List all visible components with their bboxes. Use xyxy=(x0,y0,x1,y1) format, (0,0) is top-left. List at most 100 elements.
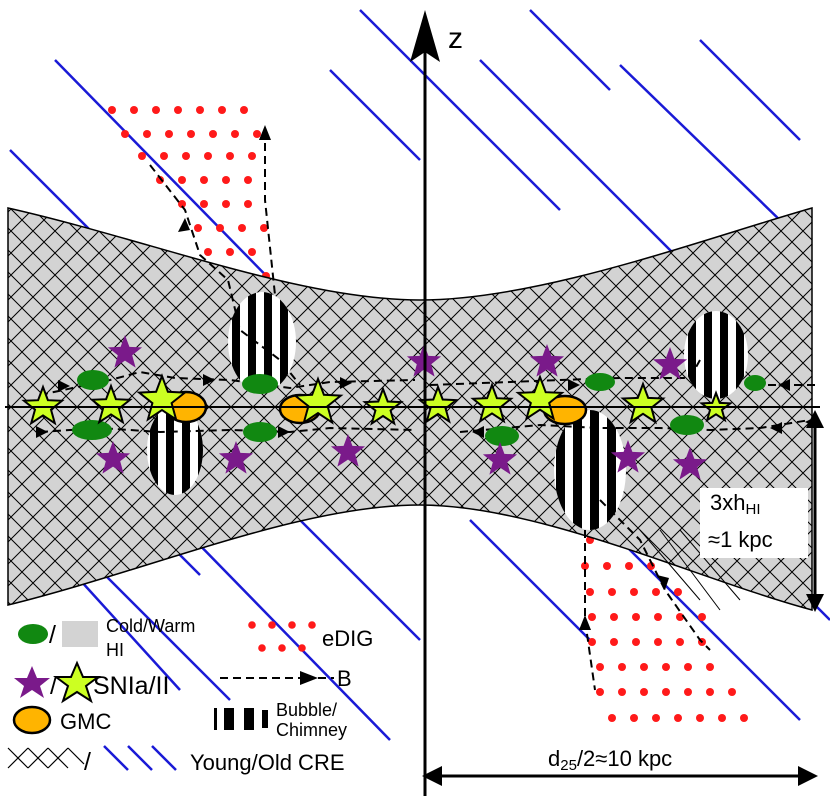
edig-dot-lower-37 xyxy=(728,688,736,696)
snii-star-9 xyxy=(620,381,666,425)
legend-warm-hi-swatch xyxy=(62,621,98,647)
snia-star-10 xyxy=(672,447,708,480)
edig-dot-lower-26 xyxy=(618,663,626,671)
field-arrowheads xyxy=(36,125,817,630)
legend-hi-label-2: HI xyxy=(106,640,124,660)
edig-dot-lower-18 xyxy=(698,613,706,621)
edig-dot-lower-8 xyxy=(586,588,594,596)
legend-bubble-label-1: Bubble/ xyxy=(276,700,337,720)
legend-snia-swatch xyxy=(14,666,50,698)
edig-dot-upper-32 xyxy=(238,224,246,232)
edig-dot-upper-10 xyxy=(165,130,173,138)
edig-dot-upper-20 xyxy=(248,152,256,160)
snia-star-6 xyxy=(529,344,565,377)
edig-dot-lower-41 xyxy=(674,714,682,722)
edig-dot-upper-6 xyxy=(218,106,226,114)
legend-cold-hi-swatch xyxy=(18,624,48,644)
legend-gmc-swatch xyxy=(12,705,52,735)
edig-dot-lower-35 xyxy=(684,688,692,696)
edig-dot-lower-40 xyxy=(652,714,660,722)
snia-star-3 xyxy=(218,441,254,474)
legend-snii-swatch xyxy=(53,660,101,704)
edig-dot-lower-10 xyxy=(630,588,638,596)
edig-dot-upper-19 xyxy=(226,152,234,160)
edig-dot-upper-25 xyxy=(244,176,252,184)
width-scale xyxy=(422,745,818,786)
edig-dot-upper-24 xyxy=(222,176,230,184)
legend-young-cre-swatch xyxy=(7,747,85,769)
edig-dot-upper-34 xyxy=(204,248,212,256)
edig-dot-lower-43 xyxy=(718,714,726,722)
edig-dot-lower-6 xyxy=(625,562,633,570)
edig-dot-lower-28 xyxy=(662,663,670,671)
edig-dot-upper-11 xyxy=(187,130,195,138)
legend-sn-separator: / xyxy=(50,672,57,700)
edig-dot-upper-15 xyxy=(138,152,146,160)
edig-dot-lower-22 xyxy=(654,638,662,646)
chimney-upper-right xyxy=(684,311,748,399)
edig-dot-upper-30 xyxy=(194,224,202,232)
edig-dot-upper-9 xyxy=(143,130,151,138)
edig-dot-upper-14 xyxy=(253,130,261,138)
edig-dot-lower-31 xyxy=(596,688,604,696)
edig-dot-lower-17 xyxy=(676,613,684,621)
legend-gmc-label: GMC xyxy=(60,709,111,734)
edig-dot-lower-29 xyxy=(684,663,692,671)
z-axis-arrowhead xyxy=(410,10,440,62)
edig-dot-lower-23 xyxy=(676,638,684,646)
edig-dot-lower-20 xyxy=(610,638,618,646)
edig-dot-upper-27 xyxy=(200,200,208,208)
edig-dot-upper-31 xyxy=(216,224,224,232)
edig-dot-upper-18 xyxy=(204,152,212,160)
edig-dot-lower-44 xyxy=(740,714,748,722)
height-scale-line2: ≈1 kpc xyxy=(708,527,773,552)
edig-dot-lower-32 xyxy=(618,688,626,696)
edig-dot-upper-12 xyxy=(209,130,217,138)
edig-dot-lower-30 xyxy=(706,663,714,671)
snia-star-2 xyxy=(95,441,131,474)
height-scale-line1: 3xhHI xyxy=(710,490,760,518)
legend-bubble-label-2: Chimney xyxy=(276,720,347,740)
snii-star-8 xyxy=(515,374,565,421)
legend-cre-separator: / xyxy=(84,748,91,776)
z-axis-label: z xyxy=(448,22,463,55)
legend-field-label: B xyxy=(337,666,352,691)
legend-old-cre-swatch xyxy=(103,745,177,771)
edig-dot-upper-26 xyxy=(178,200,186,208)
edig-dot-lower-42 xyxy=(696,714,704,722)
edig-dot-lower-14 xyxy=(610,613,618,621)
edig-dot-lower-11 xyxy=(652,588,660,596)
edig-dot-lower-33 xyxy=(640,688,648,696)
outflow-lines xyxy=(639,529,741,611)
snii-stars xyxy=(21,373,734,426)
edig-dot-upper-8 xyxy=(121,130,129,138)
edig-dot-lower-39 xyxy=(630,714,638,722)
edig-plume-lower xyxy=(581,536,748,722)
edig-dot-lower-36 xyxy=(706,688,714,696)
edig-dot-lower-13 xyxy=(588,613,596,621)
snia-star-1 xyxy=(107,335,143,368)
edig-dot-lower-12 xyxy=(674,588,682,596)
edig-dot-lower-5 xyxy=(603,562,611,570)
edig-plume-upper xyxy=(108,106,270,280)
snia-star-7 xyxy=(652,347,688,380)
edig-dot-lower-25 xyxy=(596,663,604,671)
snii-star-7 xyxy=(470,382,514,424)
width-scale-label: d25/2≈10 kpc xyxy=(548,746,672,774)
snia-star-9 xyxy=(610,440,646,473)
magnetic-field-lines xyxy=(39,130,815,691)
edig-dot-upper-35 xyxy=(226,248,234,256)
snii-star-2 xyxy=(89,383,133,425)
edig-dot-upper-22 xyxy=(178,176,186,184)
edig-dot-lower-21 xyxy=(632,638,640,646)
legend-hi-label-1: Cold/Warm xyxy=(106,616,195,636)
legend-edig-label: eDIG xyxy=(322,626,373,651)
legend-cre-label: Young/Old CRE xyxy=(190,750,345,775)
edig-dot-upper-13 xyxy=(231,130,239,138)
chimney-upper-left xyxy=(228,292,296,392)
edig-dot-upper-4 xyxy=(174,106,182,114)
snia-star-8 xyxy=(482,442,518,475)
edig-dot-lower-27 xyxy=(640,663,648,671)
edig-dot-upper-28 xyxy=(222,200,230,208)
